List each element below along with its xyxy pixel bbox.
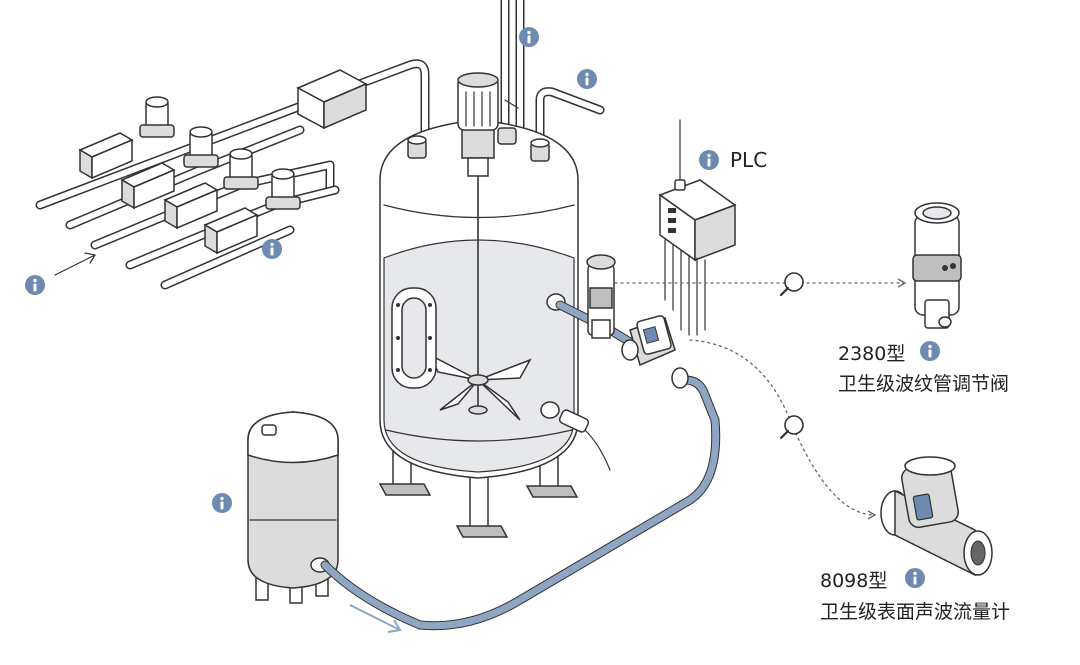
info-icon[interactable] (699, 150, 719, 170)
valve-name-label: 卫生级波纹管调节阀 (838, 373, 1009, 395)
mass-flow-controller-2 (120, 162, 176, 210)
bellows-valve-inline (586, 254, 616, 339)
info-icon[interactable] (262, 239, 282, 259)
meter-name-label: 卫生级表面声波流量计 (820, 601, 1010, 623)
mass-flow-controller-4 (203, 207, 259, 255)
plc-cabinet (658, 119, 737, 336)
info-icon[interactable] (905, 568, 925, 588)
solenoid-valve-3 (223, 148, 259, 190)
magnifier-icon[interactable] (779, 414, 805, 440)
info-icon[interactable] (212, 493, 232, 513)
info-icon[interactable] (25, 275, 45, 295)
agitator-motor (457, 72, 499, 177)
info-icon[interactable] (577, 69, 597, 89)
reactor-vessel (378, 72, 611, 538)
manifold-box (296, 69, 368, 130)
mass-flow-controller-1 (78, 132, 134, 180)
meter-model-label: 8098型 (820, 570, 887, 592)
solenoid-valve-2 (183, 126, 219, 168)
valve-2380-illustration (912, 202, 962, 329)
impeller (428, 353, 532, 421)
mass-flow-controller-3 (163, 182, 219, 230)
sight-glass (391, 287, 437, 389)
plc-label: PLC (730, 148, 767, 172)
magnifier-icon[interactable] (779, 271, 805, 297)
solenoid-valve-4 (265, 168, 301, 210)
callout-line-meter (689, 339, 876, 516)
valve-model-label: 2380型 (838, 343, 905, 365)
info-icon[interactable] (519, 27, 539, 47)
gas-supply-lines (35, 59, 430, 290)
temperature-probe (558, 409, 611, 471)
inlet-arrow (54, 254, 96, 276)
meter-8098-illustration (880, 456, 993, 577)
solenoid-valve-1 (139, 96, 175, 138)
storage-tank (247, 411, 339, 604)
info-icon[interactable] (920, 341, 940, 361)
flowmeter-inline (621, 315, 689, 389)
top-feed-pipes (500, 0, 605, 155)
